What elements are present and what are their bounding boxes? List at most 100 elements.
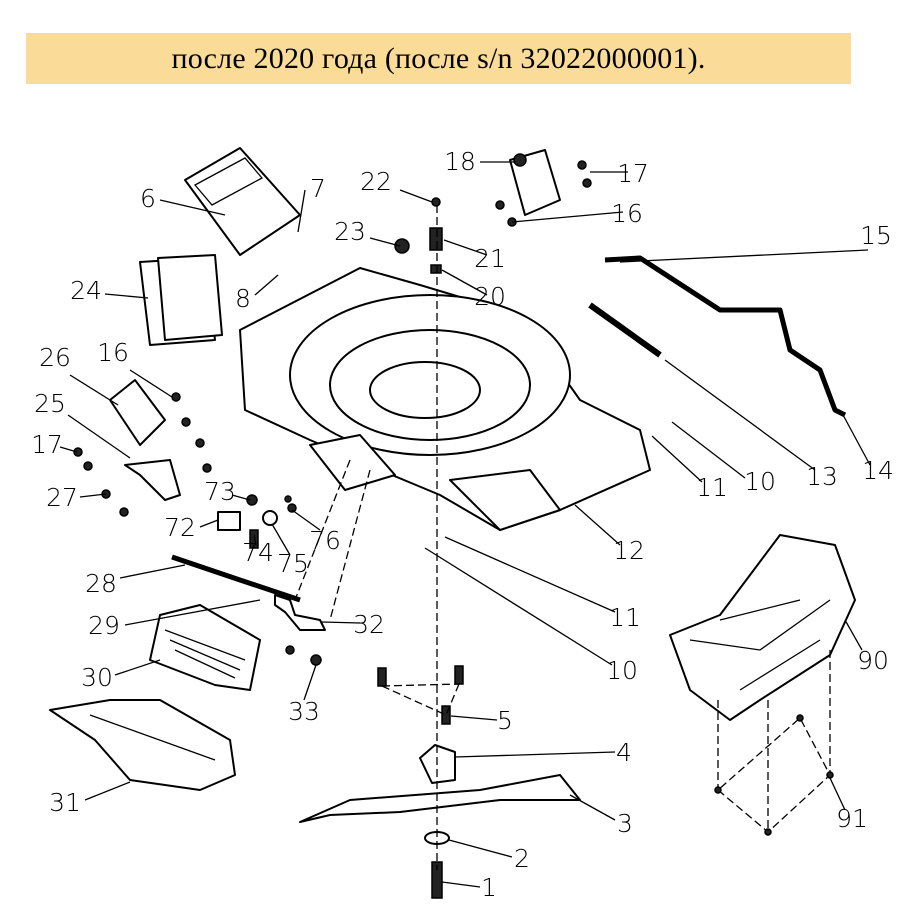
- part-number-label: 11: [609, 603, 641, 632]
- part-21: [429, 227, 443, 251]
- part-number-label: 30: [81, 663, 113, 692]
- part-number-label: 16: [611, 199, 643, 228]
- part-22: [431, 197, 441, 207]
- part-number-label: 14: [862, 456, 894, 485]
- part-number-label: 17: [31, 430, 63, 459]
- part-number-label: 1: [481, 873, 497, 902]
- leader-line: [114, 659, 161, 676]
- leader-line: [454, 751, 616, 758]
- page-title: после 2020 года (после s/n 32022000001).: [171, 41, 706, 75]
- leader-line: [671, 421, 746, 479]
- part-number-label: 21: [474, 244, 506, 273]
- leader-line: [829, 777, 846, 811]
- leader-line: [297, 189, 306, 233]
- part-mower-deck: [239, 267, 651, 531]
- part-rear-axle: [604, 255, 847, 418]
- part-number-label: 23: [334, 217, 366, 246]
- part-number-label: 2: [514, 844, 530, 873]
- leader-line: [441, 881, 481, 888]
- leader-line: [448, 839, 513, 858]
- part-number-label: 10: [744, 467, 776, 496]
- leader-line: [129, 369, 173, 398]
- part-left-bracket: [73, 379, 212, 517]
- part-bolt: [454, 665, 464, 685]
- leader-line: [569, 794, 616, 821]
- part-number-label: 5: [497, 706, 513, 735]
- part-number-label: 33: [288, 697, 320, 726]
- leader-line: [271, 523, 291, 556]
- leader-line: [844, 619, 863, 651]
- part-number-label: 31: [49, 788, 81, 817]
- leader-line: [441, 269, 488, 296]
- part-number-label: 15: [860, 221, 892, 250]
- part-number-label: 11: [696, 473, 728, 502]
- part-number-label: 24: [70, 276, 102, 305]
- leader-line: [424, 547, 613, 666]
- leader-line: [511, 211, 624, 223]
- leader-line: [69, 374, 119, 406]
- leader-line: [159, 199, 226, 216]
- part-number-label: 13: [806, 462, 838, 491]
- leader-line: [651, 435, 703, 483]
- part-number-label: 25: [34, 389, 66, 418]
- leader-line: [443, 239, 488, 256]
- part-number-label: 8: [235, 284, 251, 313]
- part-grass-bag-frame: [149, 604, 261, 691]
- leader-line: [59, 446, 78, 453]
- part-number-label: 29: [88, 611, 120, 640]
- part-number-label: 27: [46, 483, 78, 512]
- part-number-label: 12: [613, 536, 645, 565]
- leader-line: [84, 781, 131, 801]
- leader-line: [67, 414, 131, 459]
- leader-line: [450, 715, 498, 721]
- leader-line: [253, 534, 257, 546]
- leader-line: [104, 293, 149, 299]
- part-number-label: 17: [617, 159, 649, 188]
- leader-line: [321, 621, 361, 624]
- part-discharge-chute: [49, 699, 236, 791]
- part-number-label: 7: [310, 174, 326, 203]
- part-number-label: 20: [474, 282, 506, 311]
- part-number-label: 16: [97, 338, 129, 367]
- part-number-label: 32: [353, 610, 385, 639]
- part-number-label: 22: [360, 167, 392, 196]
- leader-line: [841, 412, 871, 466]
- part-number-label: 91: [836, 804, 868, 833]
- part-number-label: 75: [277, 549, 309, 578]
- part-number-label: 26: [39, 343, 71, 372]
- leader-line: [124, 599, 261, 626]
- part-number-label: 76: [309, 526, 341, 555]
- part-20: [430, 264, 442, 274]
- leader-line: [291, 509, 321, 531]
- part-number-label: 10: [606, 656, 638, 685]
- leader-line: [199, 519, 219, 528]
- leader-line: [444, 536, 616, 613]
- part-number-label: 18: [444, 147, 476, 176]
- part-blade-bolt: [431, 861, 443, 899]
- part-front-axle: [171, 554, 301, 603]
- part-height-bracket: [495, 149, 592, 227]
- part-rear-flap: [184, 147, 301, 256]
- leader-line: [254, 274, 279, 296]
- part-number-label: 4: [616, 738, 632, 767]
- leader-line: [231, 494, 251, 501]
- part-rear-cover: [139, 254, 223, 346]
- part-number-label: 74: [242, 538, 274, 567]
- title-banner: после 2020 года (после s/n 32022000001).: [26, 33, 851, 84]
- part-number-label: 3: [617, 809, 633, 838]
- part-23: [394, 238, 410, 254]
- leader-line: [574, 504, 621, 546]
- part-front-cover: [669, 534, 856, 721]
- leader-line: [303, 664, 317, 701]
- leader-line: [369, 237, 401, 247]
- part-lever-assembly: [217, 494, 297, 549]
- part-height-lever: [274, 594, 326, 631]
- leader-line: [79, 493, 107, 498]
- part-bolt: [377, 667, 387, 687]
- leader-line: [619, 249, 869, 263]
- part-number-label: 90: [857, 646, 889, 675]
- part-number-label: 73: [204, 477, 236, 506]
- part-number-label: 6: [140, 184, 156, 213]
- part-bolt: [441, 705, 451, 725]
